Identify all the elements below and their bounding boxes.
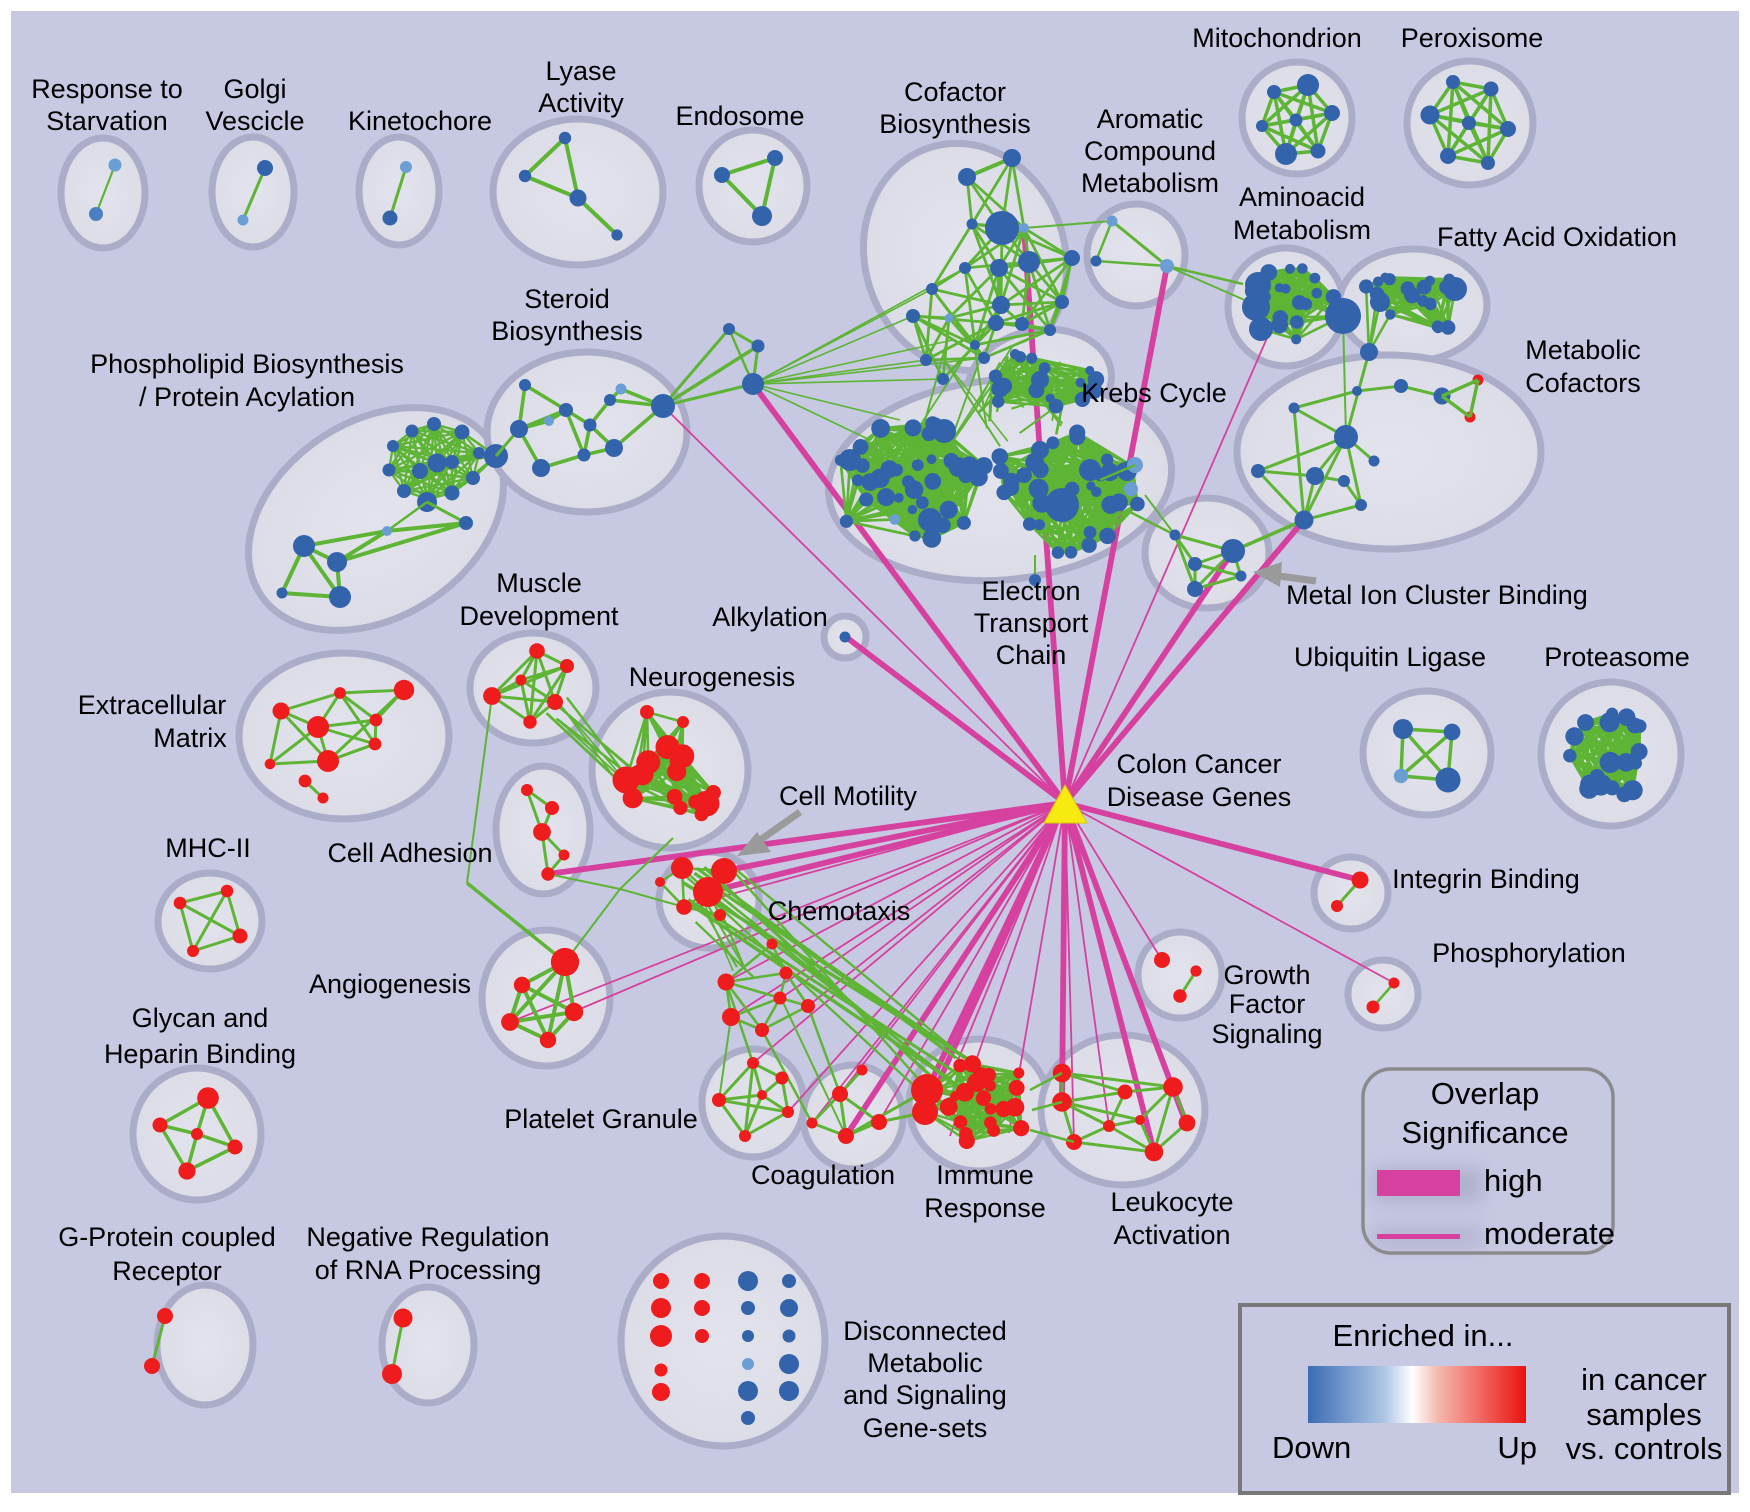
svg-text:Cofactors: Cofactors	[1525, 368, 1641, 398]
svg-text:Electron: Electron	[981, 576, 1080, 606]
svg-text:Heparin Binding: Heparin Binding	[104, 1039, 296, 1069]
svg-text:Factor: Factor	[1229, 989, 1306, 1019]
svg-text:Kinetochore: Kinetochore	[348, 106, 492, 136]
svg-text:Transport: Transport	[974, 608, 1089, 638]
svg-text:Leukocyte: Leukocyte	[1110, 1187, 1233, 1217]
svg-text:Biosynthesis: Biosynthesis	[491, 316, 643, 346]
svg-text:Signaling: Signaling	[1211, 1019, 1322, 1049]
svg-text:Proteasome: Proteasome	[1544, 642, 1690, 672]
svg-text:Response to: Response to	[31, 74, 183, 104]
svg-text:Compound: Compound	[1084, 136, 1216, 166]
svg-text:Up: Up	[1497, 1430, 1537, 1465]
svg-text:Metal Ion Cluster Binding: Metal Ion Cluster Binding	[1286, 580, 1588, 610]
svg-text:Growth: Growth	[1223, 960, 1310, 990]
svg-text:Down: Down	[1272, 1430, 1351, 1465]
svg-text:Aminoacid: Aminoacid	[1239, 182, 1365, 212]
svg-text:Colon Cancer: Colon Cancer	[1116, 749, 1281, 779]
svg-text:Lyase: Lyase	[545, 56, 616, 86]
svg-text:Mitochondrion: Mitochondrion	[1192, 23, 1362, 53]
svg-text:Activation: Activation	[1113, 1220, 1230, 1250]
svg-text:Glycan and: Glycan and	[132, 1003, 269, 1033]
svg-text:Gene-sets: Gene-sets	[863, 1413, 988, 1443]
svg-text:Starvation: Starvation	[46, 106, 168, 136]
svg-text:Muscle: Muscle	[496, 568, 582, 598]
svg-text:Endosome: Endosome	[675, 101, 804, 131]
svg-text:Krebs Cycle: Krebs Cycle	[1081, 378, 1227, 408]
svg-text:vs. controls: vs. controls	[1566, 1431, 1723, 1466]
svg-text:Enriched in...: Enriched in...	[1333, 1318, 1514, 1353]
svg-text:Peroxisome: Peroxisome	[1401, 23, 1544, 53]
svg-text:Disconnected: Disconnected	[843, 1316, 1007, 1346]
svg-text:Cofactor: Cofactor	[904, 77, 1006, 107]
svg-text:Platelet Granule: Platelet Granule	[504, 1104, 698, 1134]
svg-text:Overlap: Overlap	[1431, 1076, 1540, 1111]
svg-text:Chain: Chain	[996, 640, 1067, 670]
svg-text:in cancer: in cancer	[1581, 1362, 1707, 1397]
svg-text:Extracellular: Extracellular	[78, 690, 227, 720]
svg-text:Coagulation: Coagulation	[751, 1160, 895, 1190]
svg-text:Ubiquitin Ligase: Ubiquitin Ligase	[1294, 642, 1486, 672]
svg-text:Alkylation: Alkylation	[712, 602, 828, 632]
svg-text:Integrin Binding: Integrin Binding	[1392, 864, 1580, 894]
svg-text:Metabolic: Metabolic	[1525, 335, 1641, 365]
svg-text:and Signaling: and Signaling	[843, 1380, 1007, 1410]
svg-text:/ Protein Acylation: / Protein Acylation	[139, 382, 355, 412]
svg-text:Activity: Activity	[538, 88, 624, 118]
svg-text:Biosynthesis: Biosynthesis	[879, 109, 1031, 139]
svg-text:Vescicle: Vescicle	[205, 106, 304, 136]
svg-text:moderate: moderate	[1484, 1216, 1615, 1251]
svg-text:Metabolism: Metabolism	[1233, 215, 1371, 245]
svg-text:Disease Genes: Disease Genes	[1107, 782, 1292, 812]
svg-text:Metabolic: Metabolic	[867, 1348, 983, 1378]
svg-text:Neurogenesis: Neurogenesis	[629, 662, 796, 692]
svg-text:Angiogenesis: Angiogenesis	[309, 969, 471, 999]
svg-text:Steroid: Steroid	[524, 284, 610, 314]
svg-text:of RNA Processing: of RNA Processing	[315, 1255, 542, 1285]
svg-text:Response: Response	[924, 1193, 1046, 1223]
svg-text:Negative Regulation: Negative Regulation	[306, 1222, 549, 1252]
svg-text:high: high	[1484, 1163, 1543, 1198]
svg-text:Phosphorylation: Phosphorylation	[1432, 938, 1626, 968]
svg-text:Significance: Significance	[1401, 1115, 1568, 1150]
svg-text:Matrix: Matrix	[153, 723, 227, 753]
svg-text:samples: samples	[1586, 1397, 1701, 1432]
svg-text:MHC-II: MHC-II	[165, 833, 250, 863]
svg-text:Aromatic: Aromatic	[1097, 104, 1204, 134]
svg-text:Phospholipid Biosynthesis: Phospholipid Biosynthesis	[90, 349, 404, 379]
svg-text:G-Protein coupled: G-Protein coupled	[58, 1222, 276, 1252]
svg-text:Metabolism: Metabolism	[1081, 168, 1219, 198]
svg-text:Immune: Immune	[936, 1160, 1034, 1190]
svg-text:Receptor: Receptor	[112, 1256, 222, 1286]
svg-text:Fatty Acid Oxidation: Fatty Acid Oxidation	[1437, 222, 1677, 252]
svg-text:Cell Motility: Cell Motility	[779, 781, 918, 811]
svg-text:Development: Development	[459, 601, 619, 631]
svg-text:Chemotaxis: Chemotaxis	[768, 896, 911, 926]
svg-text:Cell Adhesion: Cell Adhesion	[327, 838, 492, 868]
svg-text:Golgi: Golgi	[223, 74, 286, 104]
